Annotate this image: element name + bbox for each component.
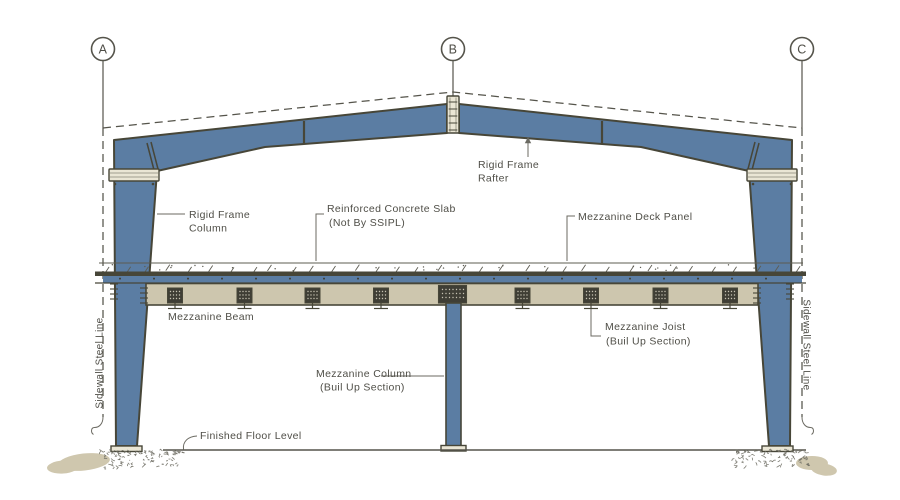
deck-leader bbox=[566, 215, 575, 261]
grid-marker-a-label: A bbox=[99, 43, 108, 57]
knee-splice-plate-left bbox=[108, 168, 160, 186]
label-mezzanine-column-1: Mezzanine Column bbox=[316, 368, 411, 380]
joist-leader bbox=[590, 309, 601, 337]
grid-marker-b-label: B bbox=[449, 43, 458, 57]
section-hook-right bbox=[801, 416, 814, 435]
ridge-splice-plate bbox=[446, 95, 460, 134]
label-mezzanine-beam: Mezzanine Beam bbox=[168, 311, 254, 323]
ground-hatch bbox=[98, 448, 811, 470]
label-rigid-frame-rafter-1: Rigid Frame bbox=[478, 159, 539, 171]
floor-leader bbox=[182, 435, 198, 450]
ground-left bbox=[47, 453, 110, 474]
slab-leader bbox=[315, 213, 324, 261]
mezzanine-joists bbox=[167, 284, 738, 310]
grid-marker-c-label: C bbox=[797, 43, 807, 57]
label-finished-floor: Finished Floor Level bbox=[200, 430, 302, 442]
knee-splice-plate-right bbox=[746, 168, 798, 186]
label-sidewall-left: Sidewall Steel Line bbox=[95, 317, 106, 408]
label-rigid-frame-column-1: Rigid Frame bbox=[189, 209, 250, 221]
rafter-leader-arrow bbox=[524, 137, 532, 144]
mezzanine-column bbox=[445, 302, 462, 447]
label-mezzanine-joist-2: (Buil Up Section) bbox=[606, 336, 691, 348]
grid-marker-b-circle bbox=[440, 36, 466, 62]
column-connection-ticks bbox=[110, 283, 794, 304]
label-concrete-slab-1: Reinforced Concrete Slab bbox=[327, 203, 456, 215]
label-concrete-slab-2: (Not By SSIPL) bbox=[329, 217, 405, 229]
label-rigid-frame-column-2: Column bbox=[189, 223, 227, 235]
label-mezzanine-joist-1: Mezzanine Joist bbox=[605, 321, 686, 333]
mezzanine-floor bbox=[95, 262, 806, 310]
grid-marker-c-circle bbox=[789, 36, 815, 62]
label-rigid-frame-rafter-2: Rafter bbox=[478, 173, 509, 185]
leader-lines bbox=[157, 137, 601, 450]
right-column-base-plate bbox=[761, 445, 794, 453]
mezzanine-deck-panel bbox=[103, 276, 802, 283]
grid-markers bbox=[90, 36, 815, 62]
roof-steel-line-dashed bbox=[102, 91, 803, 129]
label-deck-panel: Mezzanine Deck Panel bbox=[578, 211, 692, 223]
mezzanine-column-base-plate bbox=[440, 444, 467, 452]
label-sidewall-right: Sidewall Steel Line bbox=[801, 299, 812, 390]
deck-fasteners bbox=[119, 277, 767, 280]
haunch-splice-lines bbox=[146, 121, 760, 171]
grid-marker-a-circle bbox=[90, 36, 116, 62]
ground-right bbox=[796, 456, 837, 476]
deck-panel-top-chord bbox=[95, 271, 806, 276]
label-mezzanine-column-2: (Buil Up Section) bbox=[320, 382, 405, 394]
section-hook-left bbox=[91, 416, 104, 435]
mezzanine-joist-center bbox=[437, 284, 468, 304]
